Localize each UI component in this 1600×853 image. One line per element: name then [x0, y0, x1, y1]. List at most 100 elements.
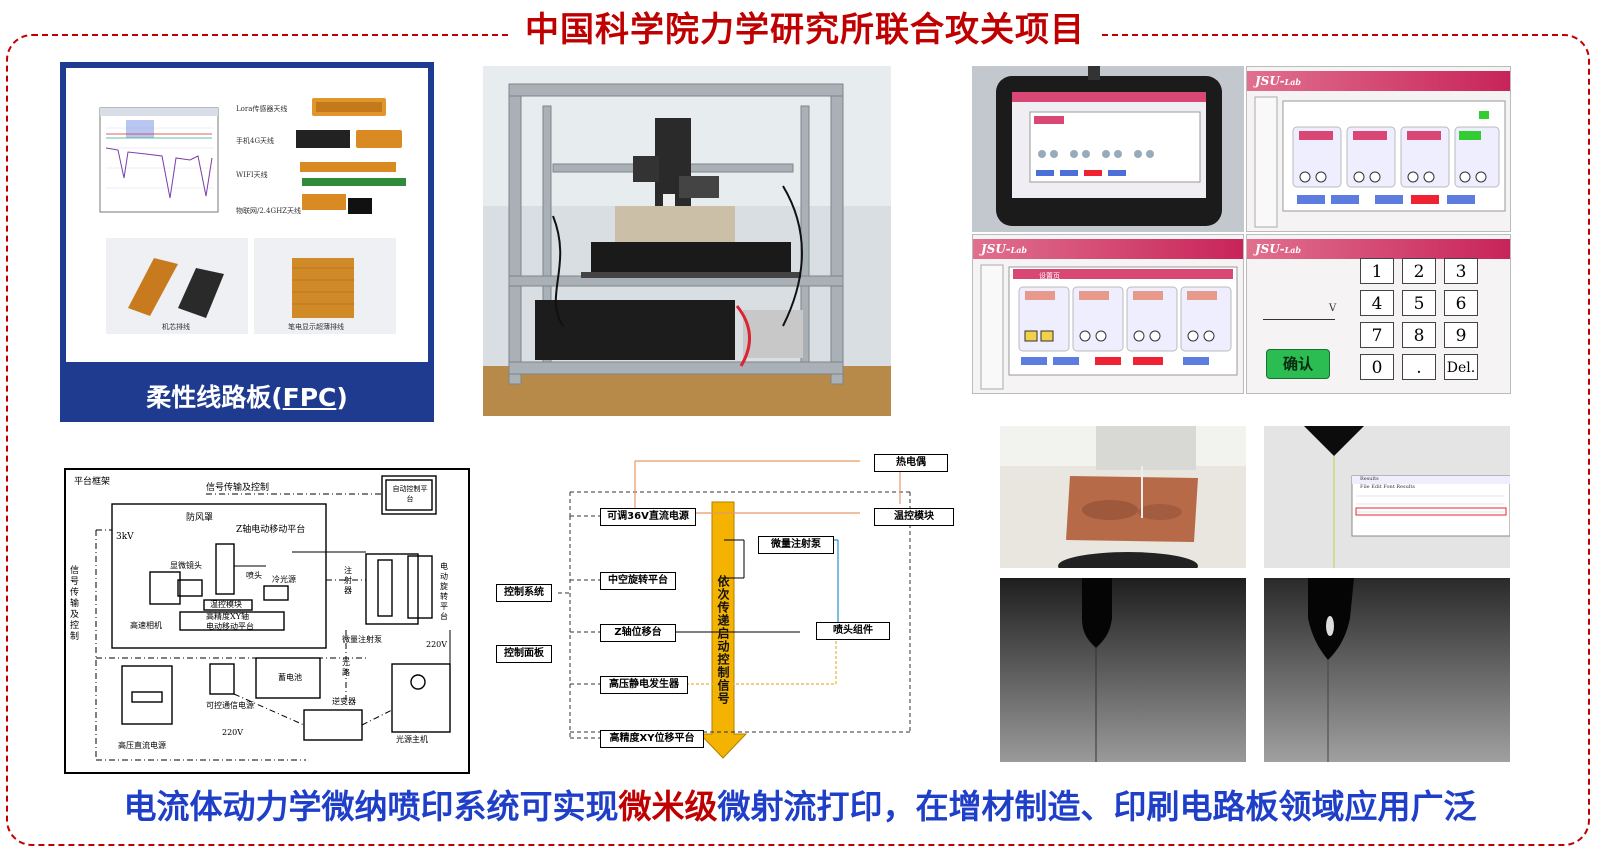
fpc-label: Lora传感器天线 [236, 105, 288, 113]
label-ctrl-power: 可控通信电源 [206, 701, 254, 710]
flow-psu: 可调36V直流电源 [600, 508, 696, 526]
keypad-key-4[interactable]: 4 [1360, 290, 1394, 316]
brand-sub: Lab [1010, 245, 1027, 255]
hmi-header-bar [1247, 71, 1510, 91]
label-optical: 光路 [342, 658, 350, 677]
keypad-key-2[interactable]: 2 [1402, 258, 1436, 284]
fpc-title-abbr: FPC [282, 383, 337, 412]
label-signal: 信号传输及控制 [206, 483, 270, 493]
label-light-host: 光源主机 [396, 735, 428, 744]
flow-rotary: 中空旋转平台 [600, 572, 676, 590]
fpc-image-area: Lora传感器天线 手机4G天线 WIFI天线 物联网/2.4GHZ天线 机芯排… [66, 68, 428, 362]
brand-sub: Lab [1284, 77, 1301, 87]
fpc-label: 手机4G天线 [236, 137, 275, 145]
label-xy2: 电动移动平台 [206, 622, 254, 631]
confirm-button[interactable]: 确认 [1266, 349, 1330, 379]
flow-hv-generator: 高压静电发生器 [600, 676, 688, 694]
flow-xy-stage: 高精度XY位移平台 [600, 730, 704, 748]
caption-part1: 电流体动力学微纳喷印系统可实现 [123, 787, 619, 826]
hmi-header-bar [973, 239, 1243, 259]
flow-temp-module: 温控模块 [874, 508, 954, 526]
label-220v-b: 220V [222, 728, 244, 737]
label-frame: 平台框架 [74, 477, 111, 487]
label-3kv: 3kV [116, 532, 134, 542]
fpc-title-end: ) [336, 383, 348, 412]
hmi-screen-title: 控制页 [1317, 109, 1338, 117]
label-highspeed-camera: 高速相机 [130, 621, 162, 630]
hmi-settings-illustration [980, 264, 1238, 390]
value-field[interactable] [1263, 319, 1335, 320]
results-window-menu: File Edit Font Results [1360, 484, 1415, 490]
label-battery: 蓄电池 [278, 673, 302, 682]
flow-nozzle-assembly: 喷头组件 [816, 622, 890, 640]
value-unit: V [1329, 303, 1337, 314]
schematic-lines [95, 475, 451, 761]
page-title: 中国科学院力学研究所联合攻关项目 [510, 6, 1100, 54]
jet-illustration-1 [1000, 578, 1246, 762]
keypad-key-3[interactable]: 3 [1444, 258, 1478, 284]
brand-text: JSU- [981, 242, 1011, 256]
droplet-measure-photo: Results File Edit Font Results [1264, 426, 1510, 568]
fpc-label: 笔电显示超薄排线 [288, 323, 344, 331]
label-z-axis: Z轴电动移动平台 [236, 525, 306, 535]
printer-photo [483, 66, 891, 416]
label-hv-dc: 高压直流电源 [118, 741, 166, 750]
signal-arrow-label: 依次传递启动控制信号 [716, 575, 730, 705]
results-window-title: Results [1360, 476, 1379, 482]
keypad-key-0[interactable]: 0 [1360, 354, 1394, 380]
hmi-header-bar [1247, 239, 1510, 259]
label-auto-control: 自动控制平台 [392, 485, 428, 503]
jet-photo-2 [1264, 578, 1510, 762]
fpc-label: 机芯排线 [162, 323, 190, 331]
label-temp-module: 温控模块 [210, 600, 242, 609]
printer-illustration [483, 66, 891, 416]
label-xy: 高精度XY轴 [206, 612, 249, 621]
label-220v-a: 220V [426, 640, 448, 649]
system-schematic: 平台框架 信号传输及控制 自动控制平台 防风罩 Z轴电动移动平台 3kV 显微镜… [64, 468, 470, 774]
fpc-label: 物联网/2.4GHZ天线 [236, 207, 302, 215]
keypad-key-5[interactable]: 5 [1402, 290, 1436, 316]
flowchart-lines [558, 460, 911, 759]
hmi-brand: JSU-Lab [1255, 71, 1301, 91]
keypad-key-8[interactable]: 8 [1402, 322, 1436, 348]
hmi-brand: JSU-Lab [981, 239, 1027, 259]
fpc-label: WIFI天线 [236, 171, 268, 179]
keypad-key-6[interactable]: 6 [1444, 290, 1478, 316]
label-syringe: 注射器 [344, 566, 352, 595]
fpc-illustration [99, 98, 406, 334]
keypad-key-delete[interactable]: Del. [1444, 354, 1478, 380]
hmi-control-illustration [1254, 96, 1506, 228]
caption-part2: 微射流打印，在增材制造、印刷电路板领域应用广泛 [717, 787, 1477, 826]
substrate-illustration [1000, 426, 1246, 568]
jet-illustration-2 [1264, 578, 1510, 762]
fpc-title-text: 柔性线路板( [146, 383, 283, 412]
keypad-key-7[interactable]: 7 [1360, 322, 1394, 348]
keypad-key-1[interactable]: 1 [1360, 258, 1394, 284]
label-rotate: 电动旋转平台 [440, 562, 448, 621]
label-cold-light: 冷光源 [272, 575, 296, 584]
hmi-brand: JSU-Lab [1255, 239, 1301, 259]
fpc-panel: Lora传感器天线 手机4G天线 WIFI天线 物联网/2.4GHZ天线 机芯排… [60, 62, 434, 422]
hmi-control-screen: JSU-Lab 控制页 [1246, 66, 1511, 232]
label-pump: 微量注射泵 [342, 635, 382, 644]
flow-control-system: 控制系统 [496, 584, 552, 602]
keypad-key-dot[interactable]: . [1402, 354, 1436, 380]
keypad-key-9[interactable]: 9 [1444, 322, 1478, 348]
brand-sub: Lab [1284, 245, 1301, 255]
brand-text: JSU- [1255, 74, 1285, 88]
touchscreen-photo [972, 66, 1244, 232]
flow-control-panel: 控制面板 [496, 645, 552, 663]
bottom-caption: 电流体动力学微纳喷印系统可实现微米级微射流打印，在增材制造、印刷电路板领域应用广… [40, 782, 1560, 832]
fpc-title: 柔性线路板(FPC) [60, 378, 434, 414]
label-inverter: 逆变器 [332, 697, 356, 706]
hmi-screen-title: 设置页 [1039, 272, 1060, 280]
flow-syringe-pump: 微量注射泵 [758, 536, 834, 554]
label-nozzle: 喷头 [246, 571, 262, 580]
label-signal-left: 信号传输及控制 [70, 566, 80, 642]
label-windshield: 防风罩 [186, 513, 214, 523]
droplet-measure-illustration [1264, 426, 1510, 568]
flow-z-stage: Z轴位移台 [600, 624, 676, 642]
touchscreen-illustration [972, 66, 1244, 232]
label-microscope: 显微镜头 [170, 561, 202, 570]
hmi-settings-screen: JSU-Lab 设置页 [972, 234, 1244, 394]
